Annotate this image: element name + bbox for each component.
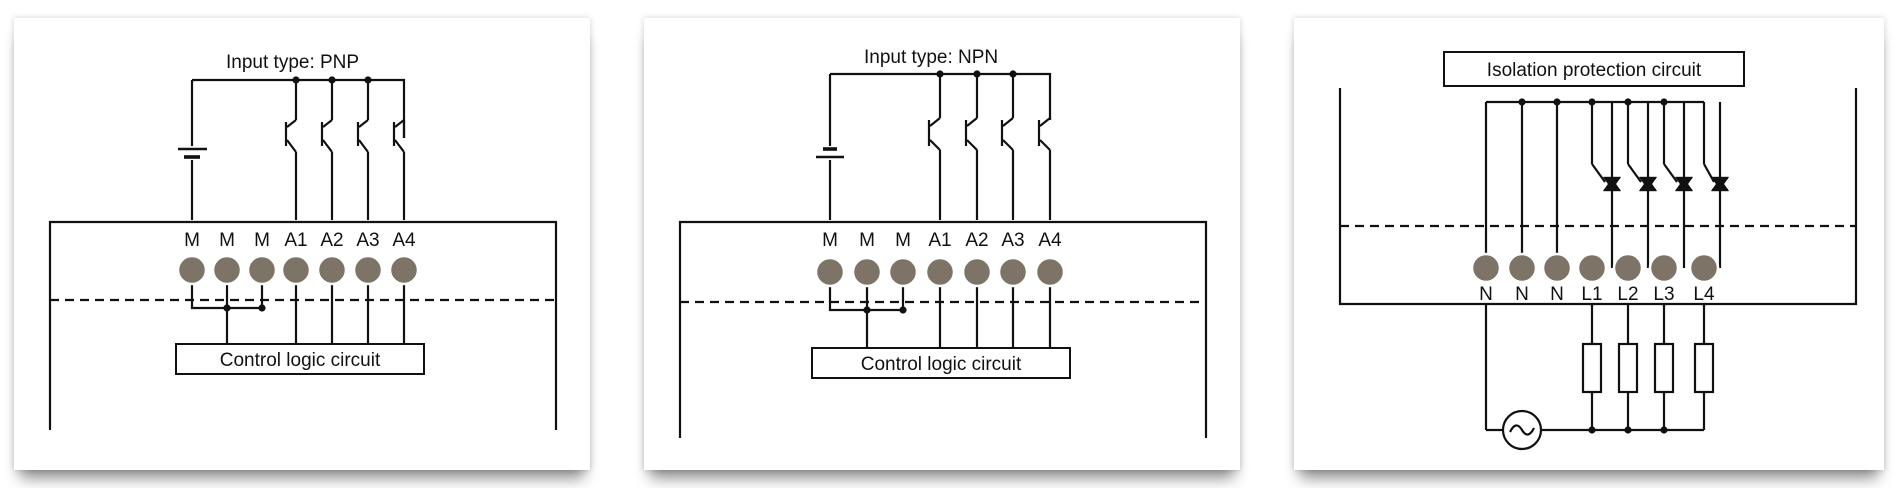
terminal-label: M bbox=[859, 230, 875, 251]
terminal-label: N bbox=[1550, 284, 1564, 305]
junction-dot bbox=[899, 306, 907, 314]
terminal-label: A3 bbox=[356, 230, 379, 251]
junction-dot bbox=[1624, 426, 1632, 434]
terminal-label: A1 bbox=[284, 230, 307, 251]
triac-output-l3 bbox=[1662, 102, 1694, 268]
transistor-pnp-a2 bbox=[320, 80, 334, 220]
junction-dot bbox=[258, 304, 266, 312]
pnp-diagram-card: Input type: PNP bbox=[14, 18, 590, 470]
terminal-screw bbox=[851, 256, 883, 288]
load-resistor-l1 bbox=[1581, 304, 1603, 430]
terminal-label: L1 bbox=[1581, 284, 1602, 305]
npn-diagram-card: Input type: NPN bbox=[644, 18, 1240, 470]
isolation-protection-box bbox=[1443, 51, 1745, 87]
device-housing bbox=[1338, 88, 1858, 306]
junction-dot bbox=[223, 304, 231, 312]
terminal-screw bbox=[997, 256, 1029, 288]
transistor-npn-a4 bbox=[1037, 117, 1052, 220]
terminal-screw bbox=[1612, 252, 1644, 284]
transistor-pnp-a3 bbox=[356, 80, 370, 220]
sine-wave-icon bbox=[1509, 424, 1535, 436]
terminal-screw bbox=[1688, 252, 1720, 284]
input-type-title: Input type: NPN bbox=[864, 47, 998, 68]
junction-dot bbox=[1588, 426, 1596, 434]
triac-output-l2 bbox=[1626, 102, 1658, 268]
top-bus bbox=[192, 78, 406, 138]
triac-output-l4 bbox=[1702, 102, 1730, 268]
input-type-title: Input type: PNP bbox=[226, 52, 359, 73]
terminal-screw bbox=[1470, 252, 1502, 284]
terminal-label: A4 bbox=[1038, 230, 1062, 251]
terminal-label: L3 bbox=[1653, 284, 1674, 305]
transistor-npn-a2 bbox=[964, 74, 979, 220]
load-resistor-l3 bbox=[1653, 304, 1675, 430]
npn-diagram: Input type: NPN bbox=[678, 47, 1208, 438]
terminal-screw bbox=[814, 256, 846, 288]
terminal-label: N bbox=[1479, 284, 1493, 305]
top-bus bbox=[830, 72, 1052, 120]
terminal-screw bbox=[961, 256, 993, 288]
junction-dot bbox=[863, 306, 871, 314]
control-logic-box bbox=[175, 343, 425, 375]
load-resistor-l4 bbox=[1693, 304, 1715, 430]
pnp-diagram: Input type: PNP bbox=[48, 52, 558, 430]
terminal-screw bbox=[887, 256, 919, 288]
control-logic-label: Control logic circuit bbox=[220, 350, 381, 371]
terminal-screw bbox=[246, 254, 278, 286]
terminal-screw bbox=[1034, 256, 1066, 288]
terminal-label: M bbox=[822, 230, 838, 251]
terminal-screw bbox=[924, 256, 956, 288]
terminal-screw bbox=[211, 254, 243, 286]
triac-output-l1 bbox=[1590, 102, 1622, 268]
transistor-pnp-a1 bbox=[284, 80, 298, 220]
isolation-output-diagram-card: Isolation protection circuit bbox=[1294, 18, 1884, 470]
terminal-label: M bbox=[254, 230, 270, 251]
transistor-npn-a3 bbox=[1000, 74, 1015, 220]
terminal-screw bbox=[316, 254, 348, 286]
junction-dot bbox=[1660, 426, 1668, 434]
terminal-label: A2 bbox=[965, 230, 988, 251]
terminal-label: M bbox=[219, 230, 235, 251]
isolation-output-diagram: Isolation protection circuit bbox=[1338, 51, 1858, 451]
load-resistor-l2 bbox=[1617, 304, 1639, 430]
terminal-label: M bbox=[184, 230, 200, 251]
terminal-label: M bbox=[895, 230, 911, 251]
transistor-pnp-a4 bbox=[392, 119, 406, 220]
terminal-label: L4 bbox=[1693, 284, 1715, 305]
device-housing bbox=[678, 220, 1208, 438]
terminal-screw bbox=[1506, 252, 1538, 284]
terminal-label: N bbox=[1515, 284, 1529, 305]
terminal-label: A1 bbox=[928, 230, 951, 251]
terminal-label: A2 bbox=[320, 230, 343, 251]
terminal-label: A4 bbox=[392, 230, 416, 251]
device-housing bbox=[48, 220, 558, 430]
transistor-npn-a1 bbox=[927, 74, 942, 220]
terminal-screw bbox=[176, 254, 208, 286]
terminal-screw bbox=[1541, 252, 1573, 284]
isolation-protection-label: Isolation protection circuit bbox=[1487, 60, 1702, 81]
terminal-label: A3 bbox=[1001, 230, 1024, 251]
terminal-label: L2 bbox=[1617, 284, 1638, 305]
control-logic-box bbox=[811, 347, 1071, 379]
terminal-screw bbox=[280, 254, 312, 286]
control-logic-label: Control logic circuit bbox=[861, 354, 1022, 375]
terminal-screw bbox=[352, 254, 384, 286]
terminal-screw bbox=[388, 254, 420, 286]
terminal-screw bbox=[1576, 252, 1608, 284]
terminal-screw bbox=[1648, 252, 1680, 284]
